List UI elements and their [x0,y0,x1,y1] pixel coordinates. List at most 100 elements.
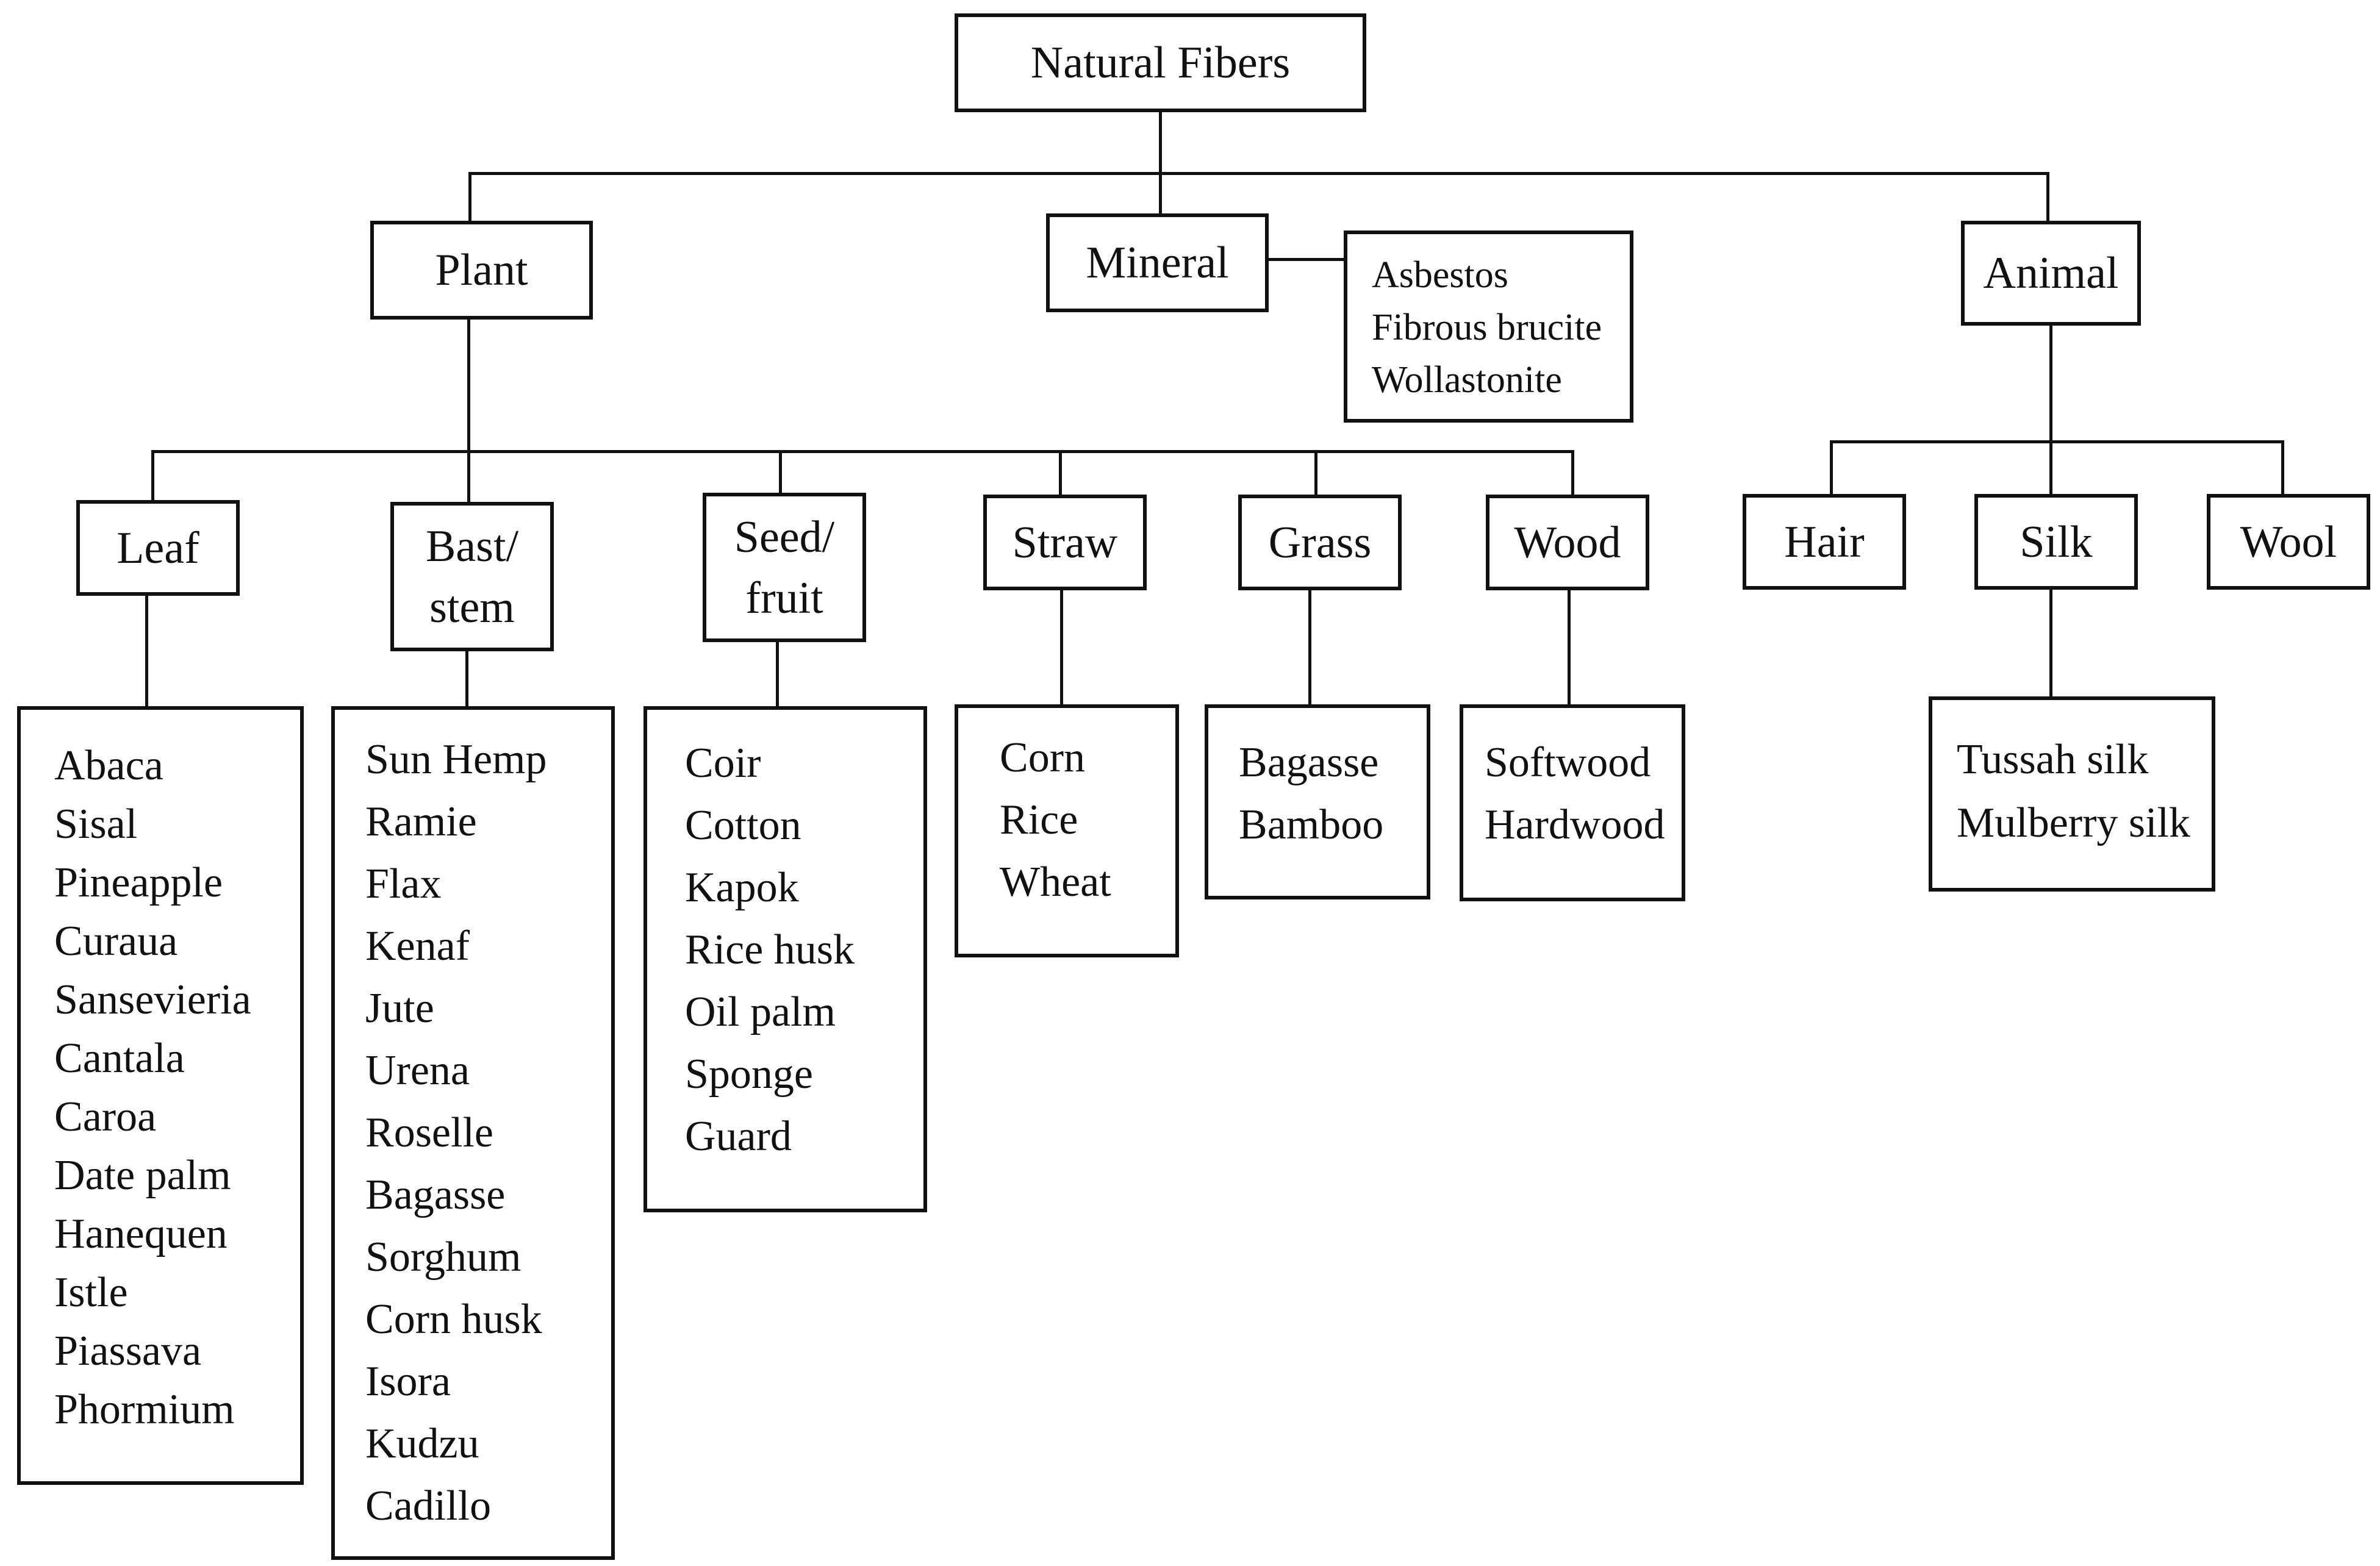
list-item: Hanequen [54,1210,228,1257]
list-item: Rice [1000,796,1078,843]
connector [1830,440,1833,495]
plant-type-node-seed-fruit: Seed/ fruit [703,493,866,642]
wool-label: Wool [2240,517,2337,567]
connector [151,450,154,500]
connector [468,172,471,221]
list-item: Bamboo [1239,801,1384,848]
list-item: Istle [54,1269,128,1316]
mineral-examples-box: Asbestos Fibrous brucite Wollastonite [1344,231,1633,423]
list-item: Roselle [365,1109,493,1156]
list-item: Wheat [1000,859,1111,906]
plant-type-node-leaf: Leaf [76,500,240,596]
list-item: Asbestos [1372,254,1508,296]
list-item: Caroa [54,1093,157,1140]
connector [1314,450,1317,495]
list-item: Phormium [54,1386,235,1433]
animal-type-node-silk: Silk [1974,494,2138,590]
list-item: Piassava [54,1328,202,1375]
list-item: Sisal [54,801,138,848]
silk-examples-box: Tussah silk Mulberry silk [1929,696,2215,892]
list-item: Flax [365,860,442,907]
list-item: Sun Hemp [365,736,547,783]
silk-label: Silk [2020,517,2093,567]
seed-label-line-1: Seed/ [734,512,835,562]
connector [468,172,2049,175]
connector [2049,587,2052,698]
seed-examples-box: Coir Cotton Kapok Rice husk Oil palm Spo… [643,706,927,1212]
animal-type-node-hair: Hair [1743,494,1906,590]
bast-examples-box: Sun Hemp Ramie Flax Kenaf Jute Urena Ros… [331,706,615,1560]
list-item: Fibrous brucite [1372,307,1602,348]
list-item: Pineapple [54,859,223,906]
list-item: Corn [1000,734,1085,781]
connector [467,317,470,451]
list-item: Isora [365,1358,451,1405]
plant-type-node-bast-stem: Bast/ stem [390,502,554,651]
connector [1060,587,1063,706]
list-item: Tussah silk [1957,736,2149,783]
list-item: Date palm [54,1152,231,1199]
connector [1568,585,1571,706]
list-item: Kapok [685,864,799,911]
category-node-mineral: Mineral [1046,213,1269,312]
wood-examples-box: Softwood Hardwood [1460,704,1685,901]
grass-label: Grass [1268,517,1372,568]
list-item: Kudzu [365,1420,479,1467]
list-item: Corn husk [365,1296,542,1343]
straw-label: Straw [1012,517,1118,568]
connector [2046,172,2049,221]
list-item: Guard [685,1113,792,1160]
plant-type-node-grass: Grass [1238,495,1402,590]
bast-label-line-2: stem [429,582,515,632]
root-label: Natural Fibers [1030,38,1291,88]
list-item: Sansevieria [54,976,251,1023]
connector [776,639,779,707]
connector [779,450,782,493]
list-item: Wollastonite [1372,359,1562,401]
hair-label: Hair [1784,517,1865,567]
root-node-natural-fibers: Natural Fibers [955,13,1366,112]
connector [1308,585,1311,706]
animal-label: Animal [1983,248,2119,298]
animal-type-node-wool: Wool [2207,494,2370,590]
list-item: Coir [685,740,761,787]
list-item: Mulberry silk [1957,799,2191,846]
connector [151,450,1572,453]
plant-label: Plant [435,245,528,295]
wood-label: Wood [1514,517,1621,568]
list-item: Cantala [54,1035,185,1082]
list-item: Softwood [1485,739,1651,786]
connector [2281,440,2284,495]
list-item: Urena [365,1047,470,1094]
list-item: Sorghum [365,1234,522,1281]
list-item: Cadillo [365,1482,492,1529]
seed-label-line-2: fruit [745,573,823,623]
mineral-label: Mineral [1086,238,1229,288]
connector [1269,258,1348,261]
list-item: Jute [365,985,434,1032]
plant-type-node-straw: Straw [983,495,1147,590]
bast-label-line-1: Bast/ [425,521,519,571]
list-item: Kenaf [365,923,470,970]
category-node-animal: Animal [1961,221,2141,326]
connector [1059,450,1062,495]
list-item: Bagasse [365,1171,506,1218]
grass-examples-box: Bagasse Bamboo [1205,704,1430,899]
list-item: Ramie [365,798,477,845]
straw-examples-box: Corn Rice Wheat [955,704,1179,957]
connector [1571,450,1574,495]
connector [1830,440,2284,443]
list-item: Bagasse [1239,739,1379,786]
list-item: Oil palm [685,989,836,1035]
list-item: Hardwood [1485,801,1665,848]
connector [1159,110,1162,213]
leaf-examples-box: Abaca Sisal Pineapple Curaua Sansevieria… [17,706,304,1485]
list-item: Sponge [685,1051,813,1098]
list-item: Abaca [54,742,163,789]
connector [2049,325,2052,494]
list-item: Curaua [54,918,178,965]
leaf-label: Leaf [116,523,199,573]
plant-type-node-wood: Wood [1486,495,1649,590]
connector [467,450,470,502]
connector [465,648,468,709]
